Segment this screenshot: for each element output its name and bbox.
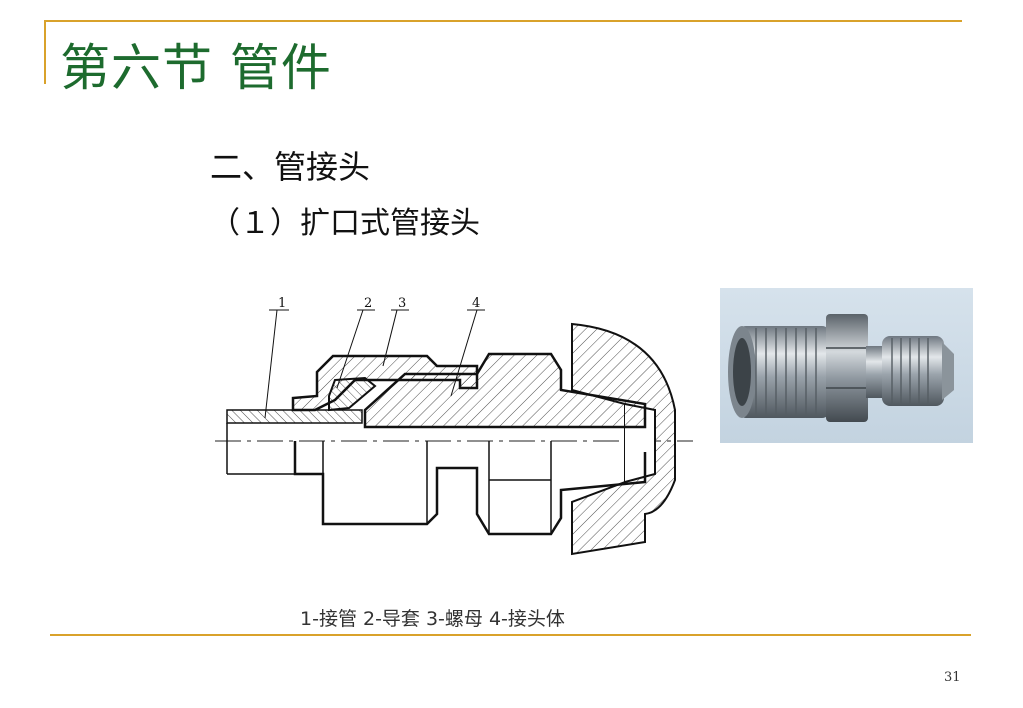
callout-2: 2: [364, 296, 372, 311]
callout-4: 4: [472, 296, 480, 311]
flare-fitting-diagram: 1 2 3 4: [215, 296, 693, 556]
callout-3: 3: [398, 296, 406, 311]
section-subheading: （１）扩口式管接头: [210, 206, 480, 241]
top-divider: [44, 20, 962, 22]
section-heading: 二、管接头: [210, 148, 371, 186]
diagram-caption: 1-接管 2-导套 3-螺母 4-接头体: [300, 608, 565, 630]
page-number: 31: [944, 670, 961, 685]
slide-title: 第六节 管件: [60, 39, 332, 97]
fitting-photo: [720, 288, 973, 443]
left-divider: [44, 20, 46, 84]
bottom-divider: [50, 634, 971, 636]
callout-1: 1: [278, 296, 286, 311]
